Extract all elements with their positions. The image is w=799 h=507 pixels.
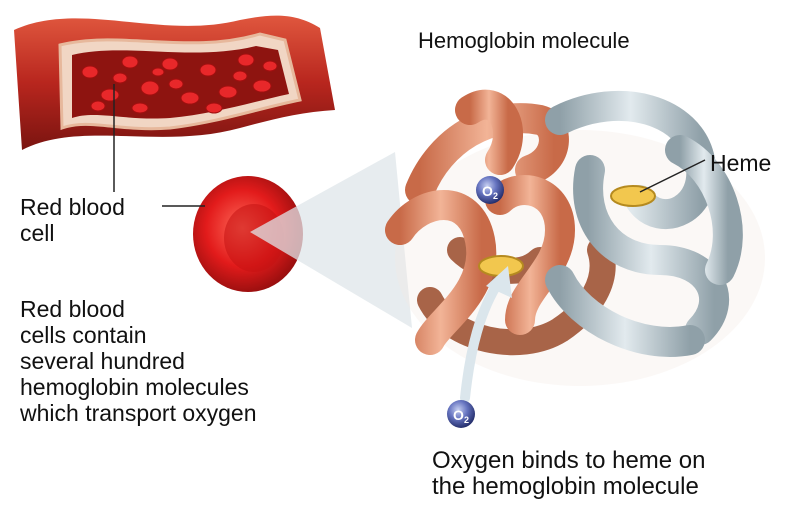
description-line: cells contain (20, 322, 257, 348)
caption-line: the hemoglobin molecule (432, 474, 706, 500)
molecule-title: Hemoglobin molecule (418, 28, 630, 54)
red-blood-cell-label-line2: cell (20, 220, 125, 246)
caption-line: Oxygen binds to heme on (432, 448, 706, 474)
heme-label: Heme (710, 150, 771, 176)
hemoglobin-molecule: O2 (395, 105, 765, 386)
o2-molecule-bound: O2 (476, 176, 504, 204)
heme-disc-upper (611, 186, 655, 206)
red-blood-cell-label-line1: Red blood (20, 194, 125, 220)
description-line: several hundred (20, 348, 257, 374)
caption-text: Oxygen binds to heme on the hemoglobin m… (432, 448, 706, 500)
description-line: hemoglobin molecules (20, 374, 257, 400)
description-line: Red blood (20, 296, 257, 322)
description-line: which transport oxygen (20, 400, 257, 426)
blood-vessel (14, 16, 335, 150)
red-blood-cell-label: Red blood cell (20, 194, 125, 246)
description-text: Red blood cells contain several hundred … (20, 296, 257, 426)
magnification-cone (250, 152, 412, 328)
o2-molecule-free: O2 (447, 400, 475, 428)
